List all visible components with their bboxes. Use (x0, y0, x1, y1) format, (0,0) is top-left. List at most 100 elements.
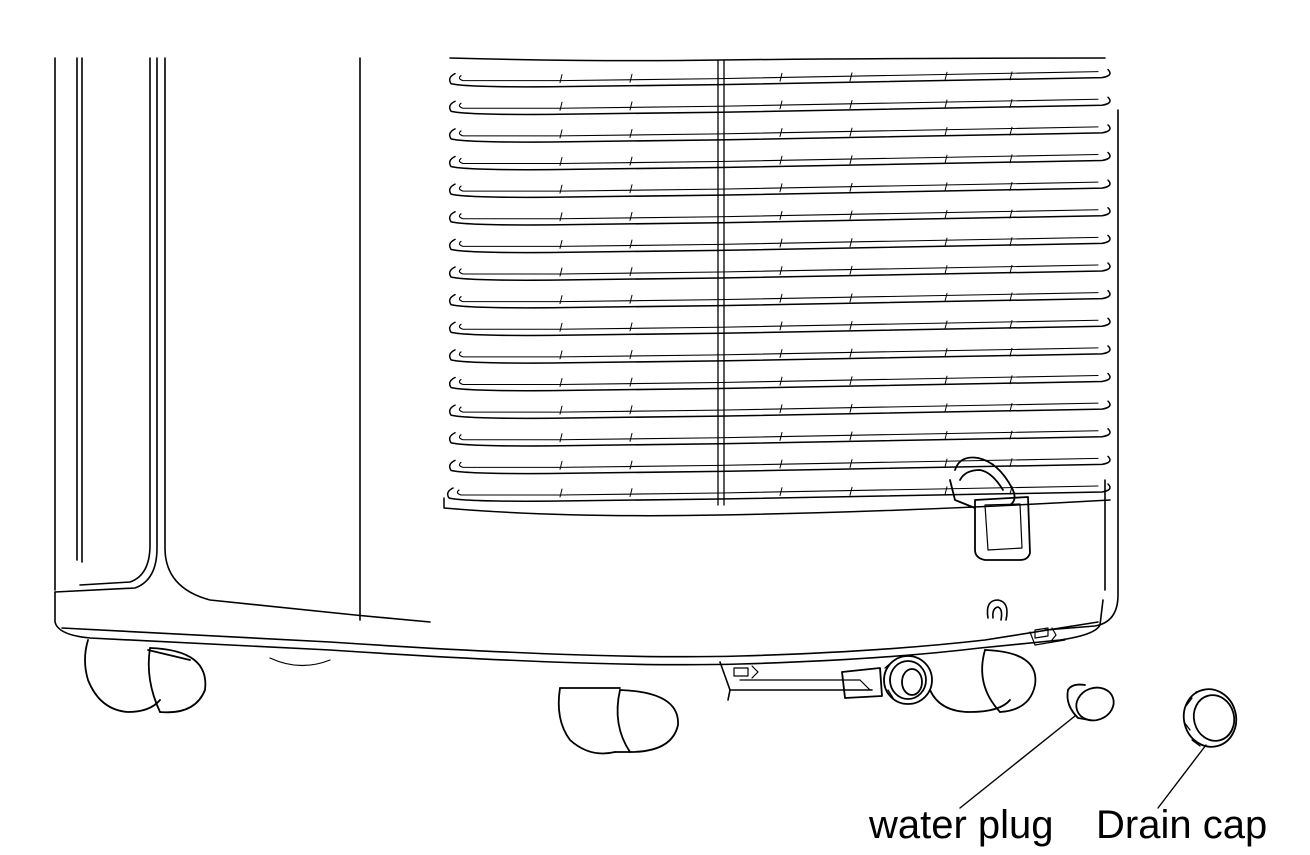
grille-line (629, 128, 633, 138)
grille-line (559, 74, 563, 84)
grille-line (779, 210, 783, 220)
grille-line (779, 404, 783, 414)
grille-line (779, 321, 783, 331)
grille-line (944, 99, 948, 109)
grille-line (779, 349, 783, 359)
grille-line (629, 211, 633, 221)
grille-line (779, 72, 783, 82)
grille-line (629, 405, 633, 415)
grille-line (448, 207, 1111, 226)
grille-line (448, 68, 1111, 88)
grille-line (1009, 181, 1013, 191)
grille-line (456, 485, 1099, 496)
grille-line (458, 236, 1099, 247)
grille-line (448, 400, 1111, 420)
grille-line (448, 372, 1111, 392)
grille-line (944, 209, 948, 219)
grille-line (629, 101, 633, 111)
grille-line (1009, 375, 1013, 385)
grille-line (559, 295, 563, 305)
grille-line (849, 403, 853, 413)
drain-loop (986, 599, 1008, 621)
grille-line (559, 184, 563, 194)
grille-line (448, 96, 1111, 116)
grille-line (559, 350, 563, 360)
grille-line (458, 292, 1099, 303)
grille-line (849, 182, 853, 192)
grille-line (559, 267, 563, 277)
grille-line (1009, 237, 1013, 247)
grille-line (458, 264, 1099, 275)
grille-line (559, 157, 563, 166)
grille-line (849, 459, 853, 469)
grille-line (559, 239, 563, 249)
grille-line (779, 100, 783, 110)
grille-line (448, 289, 1111, 309)
grille-line (849, 210, 853, 220)
grille-line (1009, 430, 1013, 440)
grille-line (849, 486, 853, 496)
grille-line (458, 181, 1099, 192)
grille-line (458, 457, 1099, 468)
unit-base (54, 591, 1104, 701)
grille-line (944, 375, 948, 385)
grille-line (629, 294, 633, 304)
water-plug-leader (959, 715, 1076, 809)
grille-line (458, 430, 1099, 441)
grille-line (1009, 126, 1013, 136)
drain-cap-part (1182, 688, 1238, 748)
grille-line (779, 459, 783, 469)
grille-line (944, 403, 948, 413)
grille-line (779, 183, 783, 193)
grille-line (1009, 264, 1013, 274)
grille-line (944, 430, 948, 440)
grille-line (1009, 320, 1013, 330)
grille-line (944, 486, 948, 496)
grille-line (944, 458, 948, 468)
caster-middle (557, 687, 679, 755)
grille-line (629, 239, 633, 249)
grille-line (559, 101, 563, 111)
left-side-panel (54, 57, 158, 593)
grille-line (458, 153, 1099, 165)
grille-line (1009, 99, 1013, 109)
grille-line (458, 374, 1099, 386)
grille-line (944, 182, 948, 192)
grille-line (629, 432, 633, 442)
grille-line (629, 184, 633, 194)
water-plug-part (1066, 683, 1115, 722)
grille-line (944, 292, 948, 302)
hose-hanger (949, 456, 1031, 561)
grille-line (1009, 402, 1013, 412)
grille-line (458, 319, 1099, 330)
grille-line (1009, 209, 1013, 219)
grille-line (443, 497, 1111, 517)
grille-line (849, 238, 853, 248)
grille-line (449, 57, 1106, 62)
grille-line (944, 237, 948, 247)
grille-line (849, 155, 853, 165)
grille-line (559, 433, 563, 443)
grille-line (849, 293, 853, 303)
grille-line (458, 98, 1099, 109)
grille-line (629, 322, 633, 332)
grille-line (458, 126, 1099, 137)
grille-line (629, 73, 633, 83)
grille-line (559, 129, 563, 139)
grille-line (944, 127, 948, 137)
grille-line (849, 321, 853, 331)
grille-line (1009, 71, 1013, 81)
grille-line (448, 124, 1111, 143)
grille-line (849, 376, 853, 386)
grille-line (629, 156, 633, 166)
base-marks (733, 627, 1057, 679)
unit-body (164, 57, 1119, 631)
grille-line (944, 71, 948, 81)
grille-line (458, 402, 1099, 413)
grille-line (1009, 292, 1013, 302)
grille-line (448, 428, 1111, 447)
grille-line (849, 431, 853, 441)
grille-line (944, 265, 948, 275)
grille-line (849, 72, 853, 82)
front-grille (443, 57, 1111, 517)
